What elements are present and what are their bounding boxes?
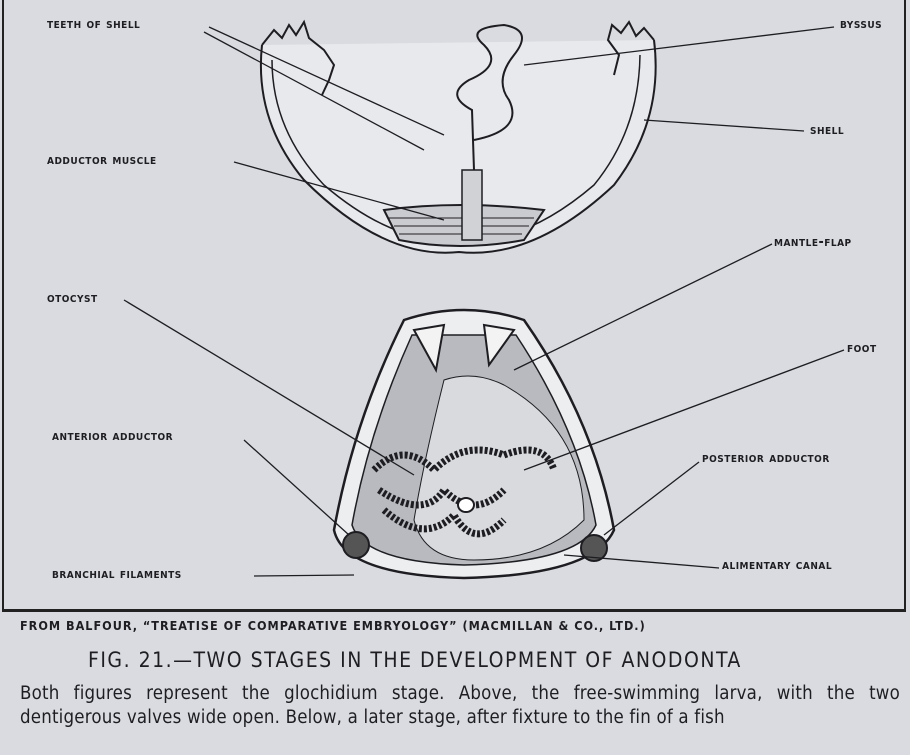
label-otocyst: Otocyst [47,290,98,306]
upper-shell [259,39,657,254]
label-anterior-adductor: Anterior Adductor [52,428,174,444]
label-byssus: Byssus [840,16,883,32]
glochidium-illustration [123,19,845,580]
label-alimentary-canal: Alimentary Canal [722,557,833,573]
figure-source: FROM BALFOUR, “TREATISE OF COMPARATIVE E… [20,618,646,633]
label-mantle-flap: Mantle-flap [774,234,852,250]
label-adductor-muscle: Adductor Muscle [47,152,157,168]
figure-diagram: Teeth of Shell Byssus Shell Adductor Mus… [2,0,906,612]
label-posterior-adductor: Posterior Adductor [702,450,830,466]
label-foot: Foot [847,340,877,356]
label-teeth-of-shell: Teeth of Shell [47,16,141,32]
foot [413,375,585,561]
posterior-adductor [580,534,608,562]
figure-title: FIG. 21.—TWO STAGES IN THE DEVELOPMENT O… [88,648,742,672]
mantle-flap [412,323,516,373]
figure-caption: Both figures represent the glochidium st… [20,683,900,728]
label-branchial-filaments: Branchial Filaments [52,566,182,582]
anterior-adductor [342,531,370,559]
label-shell: Shell [810,122,845,138]
byssus-thread [456,23,523,171]
branchial-filaments [371,446,558,538]
